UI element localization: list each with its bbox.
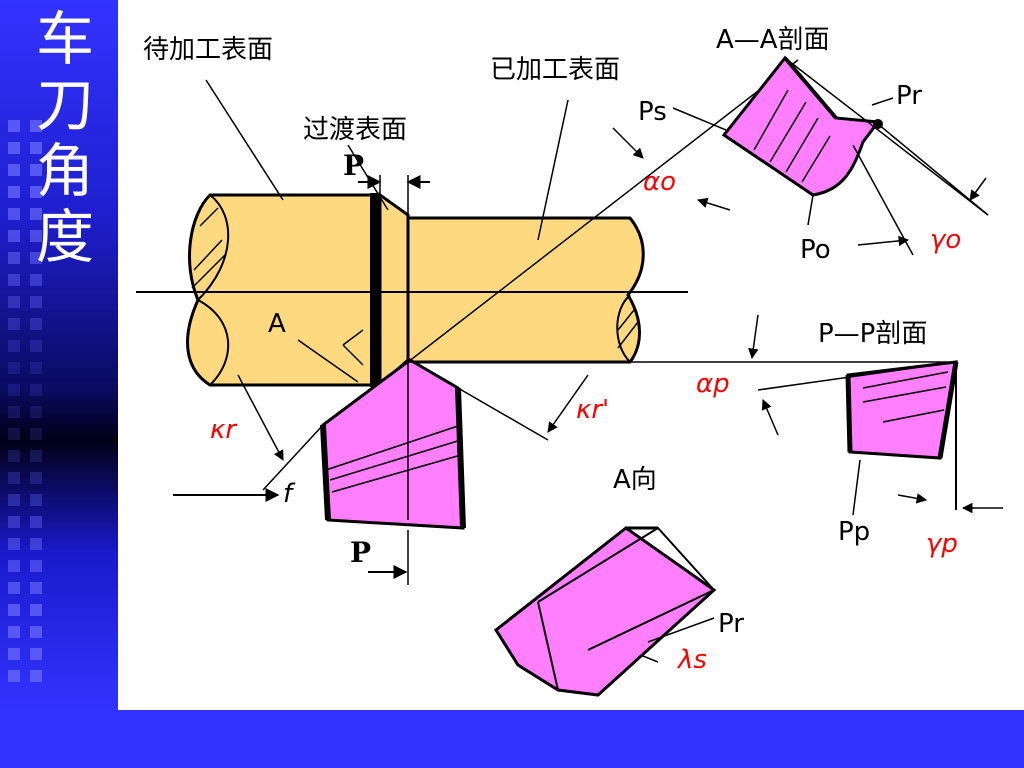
sidebar-square [8,274,20,286]
angle-alpha-o: αo [643,167,676,197]
sidebar-square [30,252,42,264]
sidebar-square [30,648,42,660]
diagram-labels: 待加工表面 过渡表面 已加工表面 A—A剖面 P—P剖面 A向 A f P P … [143,25,927,639]
sidebar-square [30,186,42,198]
sidebar-square [8,384,20,396]
sidebar-square [8,516,20,528]
sidebar-square [30,406,42,418]
label-machined-surface: 已加工表面 [490,55,620,85]
label-ps: Ps [638,97,667,127]
sidebar: 车刀角度 [0,0,118,710]
title-char: 车 [35,5,94,73]
sidebar-square [8,406,20,418]
label-po: Po [800,235,831,265]
sidebar-square [8,142,20,154]
section-aa [721,55,989,256]
diagram-canvas: 待加工表面 过渡表面 已加工表面 A—A剖面 P—P剖面 A向 A f P P … [118,0,1024,710]
sidebar-square [8,428,20,440]
sidebar-square [30,318,42,330]
sidebar-square [8,472,20,484]
sidebar-square [30,208,42,220]
sidebar-square [30,494,42,506]
sidebar-square [30,472,42,484]
slide-title: 车刀角度 [30,6,100,270]
sidebar-square [8,164,20,176]
sidebar-square [8,670,20,682]
sidebar-square [30,164,42,176]
turning-tool-diagram: 待加工表面 过渡表面 已加工表面 A—A剖面 P—P剖面 A向 A f P P … [136,25,1003,697]
angle-alpha-p: αp [696,369,730,399]
slide-title-text: 车刀角度 [30,6,100,270]
sidebar-square [30,384,42,396]
sidebar-square [30,582,42,594]
label-section-aa: A—A剖面 [716,25,830,55]
sidebar-square [8,648,20,660]
sidebar-square [30,362,42,374]
angle-lambda-s: λs [676,645,707,675]
sidebar-square [8,626,20,638]
workpiece [136,192,688,389]
label-point-a: A [268,309,286,339]
label-pp: Pp [838,517,870,547]
end-hatch [191,207,227,289]
sidebar-square [30,516,42,528]
sidebar-square [8,340,20,352]
construction-lines [205,59,948,585]
angle-kappa-r: κr [210,415,238,445]
sidebar-square [30,604,42,616]
sidebar-square [30,340,42,352]
sidebar-square [30,626,42,638]
angle-gamma-p: γp [926,529,958,559]
sidebar-square [8,362,20,374]
label-feed: f [283,479,296,509]
sidebar-square [30,538,42,550]
title-char: 刀 [35,71,94,139]
dimension-arrows [173,127,1003,663]
title-char: 角 [35,137,94,205]
cutting-tool [320,358,466,530]
sidebar-square [8,230,20,242]
section-pp [757,360,959,510]
sidebar-square [8,252,20,264]
sidebar-square [30,120,42,132]
sidebar-square [8,538,20,550]
view-a [494,526,717,697]
label-unmachined-surface: 待加工表面 [143,35,273,65]
sidebar-square [8,318,20,330]
sidebar-square [8,560,20,572]
sidebar-square [8,582,20,594]
sidebar-square [30,450,42,462]
angle-gamma-o: γo [930,225,961,255]
label-section-pp: P—P剖面 [818,319,927,349]
title-char: 度 [35,203,94,271]
label-view-a: A向 [613,465,657,495]
sidebar-square [30,274,42,286]
sidebar-square [8,450,20,462]
label-transition-surface: 过渡表面 [303,115,407,145]
sidebar-square [8,494,20,506]
sidebar-square [30,296,42,308]
label-p-top: P [343,149,364,182]
label-pr-top: Pr [896,81,922,111]
footer-band [0,710,1024,768]
sidebar-square [30,560,42,572]
sidebar-square [8,186,20,198]
angle-kappa-r-prime: κr' [576,395,609,425]
sidebar-square [30,230,42,242]
sidebar-square [30,142,42,154]
label-p-bottom: P [350,536,371,569]
sidebar-square [8,120,20,132]
label-pr-bottom: Pr [718,609,744,639]
sidebar-square [30,428,42,440]
sidebar-square [8,604,20,616]
sidebar-square [8,208,20,220]
angle-labels: αo γo κr' κr αp γp λs [210,167,961,675]
sidebar-square [8,296,20,308]
sidebar-square [30,670,42,682]
